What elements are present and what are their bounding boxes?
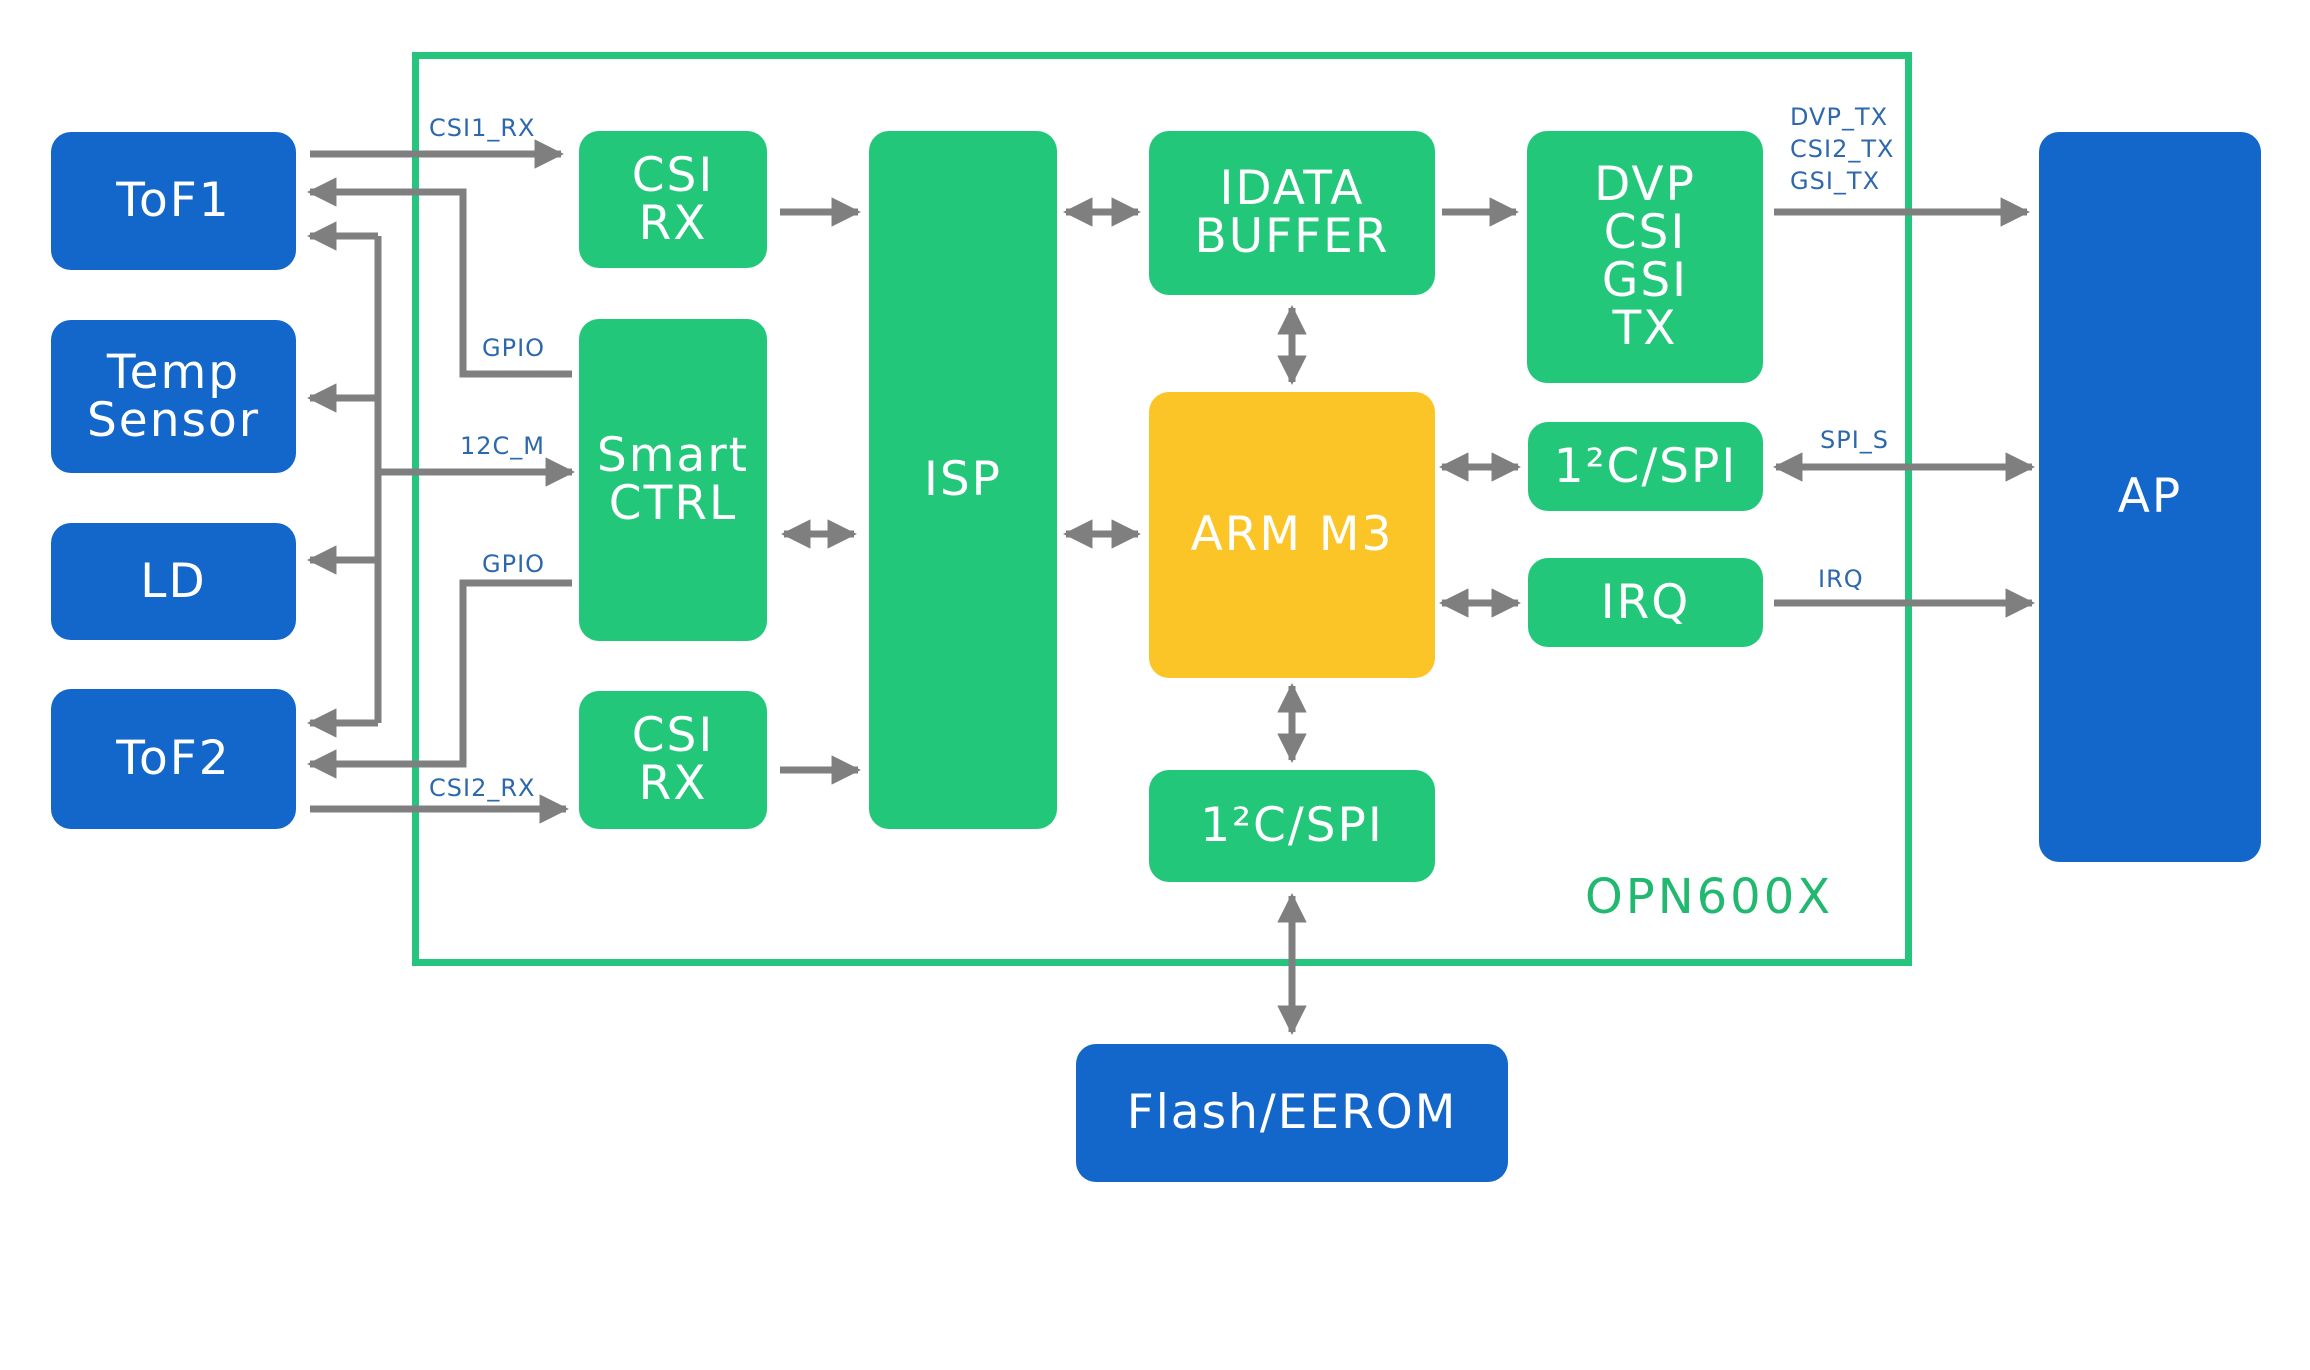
- block-arm-m3[interactable]: ARM M3: [1149, 392, 1435, 678]
- block-irq[interactable]: IRQ: [1528, 558, 1763, 647]
- block-ld[interactable]: LD: [51, 523, 296, 640]
- block-dvp-csi-gsi-tx[interactable]: DVP CSI GSI TX: [1527, 131, 1763, 383]
- chip-boundary-opn600x: [412, 52, 1912, 966]
- block-smart-ctrl[interactable]: Smart CTRL: [579, 319, 767, 641]
- signal-label-irq: IRQ: [1818, 565, 1864, 593]
- block-csi-rx-2[interactable]: CSI RX: [579, 691, 767, 829]
- wire-gpio-tof2: [307, 579, 572, 779]
- signal-label-csi2-rx: CSI2_RX: [429, 774, 536, 802]
- signal-label-spi-s: SPI_S: [1820, 426, 1890, 454]
- block-idata-buffer[interactable]: IDATA BUFFER: [1149, 131, 1435, 295]
- block-isp[interactable]: ISP: [869, 131, 1057, 829]
- signal-label-gpio-top: GPIO: [482, 334, 546, 362]
- signal-label-tx-outputs: DVP_TX CSI2_TX GSI_TX: [1790, 103, 1895, 195]
- signal-label-gpio-bottom: GPIO: [482, 550, 546, 578]
- wire-gpio-tof1: [307, 177, 572, 378]
- block-ap[interactable]: AP: [2039, 132, 2261, 862]
- block-temp-sensor[interactable]: Temp Sensor: [51, 320, 296, 473]
- block-flash-eerom[interactable]: Flash/EEROM: [1076, 1044, 1508, 1182]
- block-i2c-spi-right[interactable]: 1²C/SPI: [1528, 422, 1763, 511]
- block-csi-rx-1[interactable]: CSI RX: [579, 131, 767, 268]
- block-tof2[interactable]: ToF2: [51, 689, 296, 829]
- block-tof1[interactable]: ToF1: [51, 132, 296, 270]
- block-i2c-spi-bottom[interactable]: 1²C/SPI: [1149, 770, 1435, 882]
- signal-label-csi1-rx: CSI1_RX: [429, 114, 536, 142]
- signal-label-i2c-m: 12C_M: [460, 432, 546, 460]
- chip-name-label: OPN600X: [1585, 869, 1834, 925]
